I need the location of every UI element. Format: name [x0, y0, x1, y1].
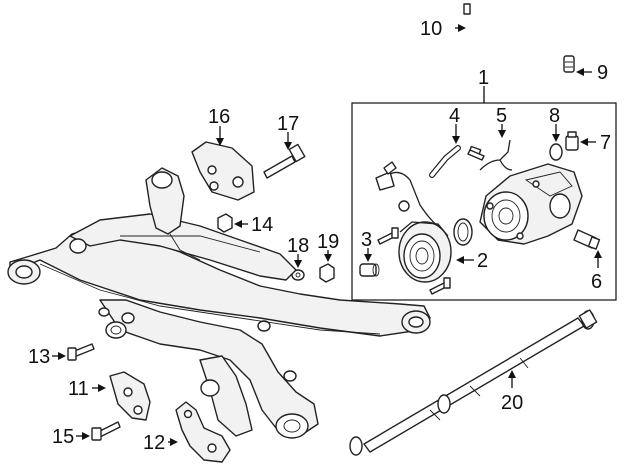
housing-bolt-lower — [429, 277, 451, 295]
small-nut-part — [319, 263, 335, 283]
callout-4: 4 — [449, 105, 460, 127]
callout-7: 7 — [600, 132, 611, 154]
callout-15: 15 — [52, 426, 74, 448]
callout-2: 2 — [477, 250, 488, 272]
bushing-part — [359, 263, 380, 277]
callout-8: 8 — [549, 105, 560, 127]
callout-16: 16 — [208, 106, 230, 128]
gasket-ring-part — [453, 218, 473, 246]
callout-9: 9 — [597, 62, 608, 84]
callout-12: 12 — [143, 432, 165, 454]
rear-subframe-part — [7, 167, 431, 439]
callout-19: 19 — [317, 231, 339, 253]
callout-10: 10 — [420, 18, 442, 40]
callout-18: 18 — [287, 235, 309, 257]
callout-11: 11 — [68, 378, 89, 400]
speed-sensor-part — [573, 229, 601, 250]
differential-cover-part — [398, 221, 452, 283]
differential-housing-part — [479, 163, 583, 245]
callout-5: 5 — [496, 105, 507, 127]
callout-13: 13 — [28, 346, 50, 368]
housing-bolt-upper — [377, 227, 399, 245]
housing-bolt-top — [467, 149, 485, 161]
nut-part — [217, 213, 233, 233]
diff-mount-bracket-part — [191, 141, 255, 201]
callout-1: 1 — [478, 67, 489, 89]
lower-bracket-part — [109, 371, 151, 421]
drain-plug-part — [565, 131, 579, 151]
mount-bolt-part — [263, 143, 306, 179]
callout-20: 20 — [501, 392, 523, 414]
breather-tube-part — [429, 145, 461, 178]
rear-bracket-part — [175, 401, 231, 463]
o-ring-part — [549, 143, 563, 161]
vent-plug-part — [563, 55, 575, 73]
callout-14: 14 — [251, 214, 273, 236]
callout-6: 6 — [591, 271, 602, 293]
propeller-shaft-part — [349, 309, 598, 456]
callout-17: 17 — [277, 113, 299, 135]
callout-3: 3 — [361, 229, 372, 251]
washer-part — [291, 269, 305, 281]
subframe-bolt-part — [67, 343, 95, 361]
callout-labels: 10 9 1 4 5 8 7 6 2 3 16 17 14 18 19 13 1… — [28, 18, 611, 454]
callout-leaders — [52, 24, 602, 446]
sensor-harness-part — [375, 161, 439, 227]
vent-hose-part — [463, 3, 544, 97]
bracket-bolt-part — [91, 421, 121, 441]
